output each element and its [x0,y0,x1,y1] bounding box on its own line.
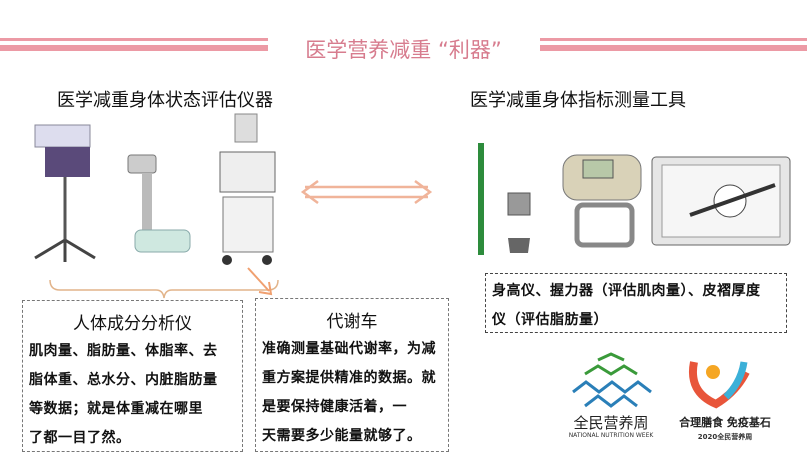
box-line: 是要保持健康活着，一 [262,399,407,415]
box-line: 重方案提供精准的数据。就 [262,370,436,386]
body-composition-title: 人体成分分析仪 [73,314,192,334]
metabolic-cart-box: 代谢车 准确测量基础代谢率，为减 重方案提供精准的数据。就 是要保持健康活着，一… [255,298,449,452]
box-line: 仪（评估脂肪量） [492,312,608,328]
box-line: 了都一目了然。 [29,430,131,446]
campaign-logo: 合理膳食 免疫基石 2020全民营养周 [666,352,784,448]
body-composition-box: 人体成分分析仪 肌肉量、脂肪量、体脂率、去 脂体重、总水分、内脏脂肪量 等数据；… [22,300,243,452]
campaign-sub: 2020全民营养周 [697,433,753,441]
box-line: 等数据；就是体重减在哪里 [29,401,203,417]
ecg-cart-image [34,124,96,262]
brace-connector [49,279,279,299]
box-line: 天需要多少能量就够了。 [262,428,422,444]
metabolic-cart-image [219,113,276,265]
body-composition-analyzer-image [127,154,191,253]
metabolic-cart-title: 代谢车 [326,312,378,332]
double-arrow-icon [300,180,433,204]
nnw-logo: 全民营养周 NATIONAL NUTRITION WEEK [555,352,667,448]
height-meter-image [478,143,531,255]
arrow-to-metabolic-box [247,267,273,296]
box-line: 脂体重、总水分、内脏脂肪量 [29,372,218,388]
header-line-left-top [0,38,268,41]
grip-dynamometer-image [562,154,642,248]
campaign-slogan: 合理膳食 免疫基石 [679,416,771,429]
right-heading: 医学减重身体指标测量工具 [470,90,686,111]
tools-box: 身高仪、握力器（评估肌肉量）、皮褶厚度 仪（评估脂肪量） [485,273,787,333]
page-title: 医学营养减重 “利器” [305,38,502,62]
left-heading: 医学减重身体状态评估仪器 [57,90,273,111]
nnw-logo-en: NATIONAL NUTRITION WEEK [568,432,654,439]
header-line-left-bottom [0,45,268,51]
box-line: 准确测量基础代谢率，为减 [262,341,436,357]
header-line-right-top [540,38,807,41]
box-line: 肌肉量、脂肪量、体脂率、去 [29,343,218,359]
nnw-logo-cn: 全民营养周 [573,414,649,432]
box-line: 身高仪、握力器（评估肌肉量）、皮褶厚度 [492,283,761,299]
header-line-right-bottom [540,45,807,51]
skinfold-caliper-image [651,156,791,246]
